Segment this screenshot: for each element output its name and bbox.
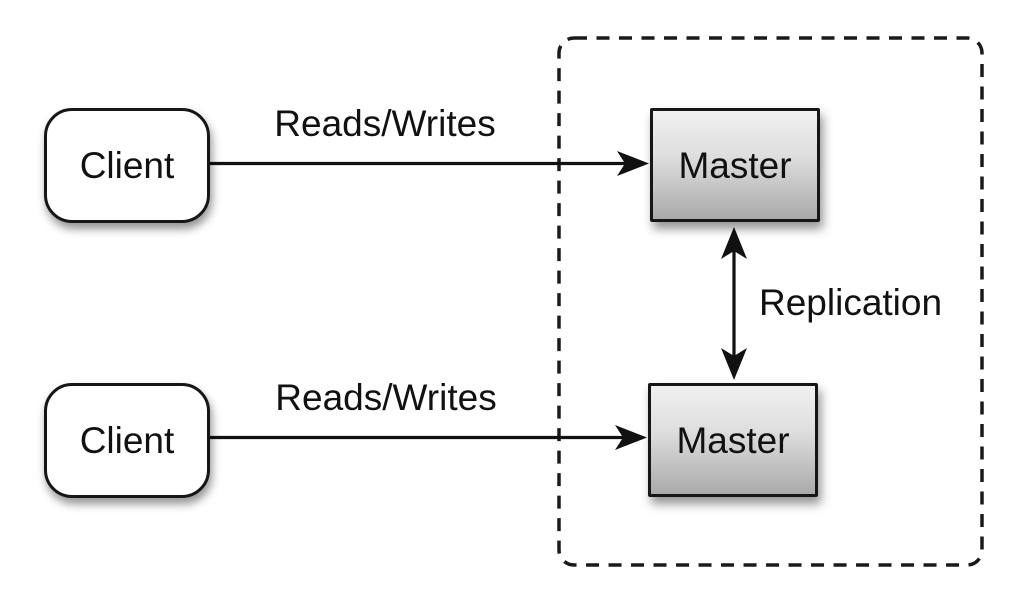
- node-client-top: Client: [44, 108, 210, 223]
- edge-label-reads-writes-bottom: Reads/Writes: [275, 377, 497, 418]
- edge-label-reads-writes-top: Reads/Writes: [274, 103, 496, 144]
- node-master-bottom: Master: [648, 383, 818, 497]
- arrow-reads-writes-top: [209, 151, 649, 176]
- replication-cluster-border: [557, 36, 984, 567]
- arrowhead-right-top: [617, 151, 649, 176]
- arrowhead-up: [721, 227, 747, 259]
- node-master-top: Master: [650, 108, 820, 222]
- arrow-replication: [721, 227, 747, 380]
- arrowhead-right-bottom: [615, 425, 647, 450]
- arrow-reads-writes-bottom: [209, 425, 647, 450]
- node-master-bottom-label: Master: [676, 419, 790, 461]
- edge-label-replication: Replication: [759, 282, 943, 323]
- arrowhead-down: [721, 348, 747, 380]
- node-master-top-label: Master: [678, 144, 792, 186]
- node-client-bottom: Client: [44, 383, 210, 498]
- node-client-top-label: Client: [79, 145, 175, 186]
- node-client-bottom-label: Client: [79, 420, 175, 461]
